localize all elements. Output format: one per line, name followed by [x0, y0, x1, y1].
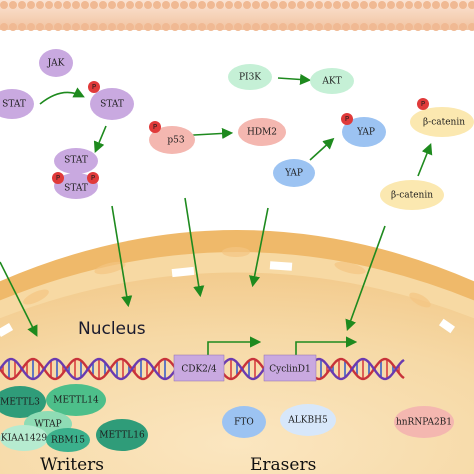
- writer-mettl14: METTL14: [53, 396, 99, 406]
- arrow-bcatenin-to-nucleus: [345, 225, 386, 332]
- beta-catenin-label: β-catenin: [391, 191, 433, 201]
- cdk-label: CDK2/4: [181, 365, 217, 375]
- hdm2-node: HDM2: [238, 118, 286, 146]
- writers-group: METTL3 METTL14 WTAP KIAA1429 RBM15 METTL…: [0, 384, 148, 452]
- beta-catenin-phospho-label: β-catenin: [423, 118, 465, 128]
- eraser-fto: FTO: [234, 418, 254, 428]
- erasers-group: FTO ALKBH5: [222, 404, 336, 438]
- writer-rbm15: RBM15: [51, 436, 85, 446]
- yap-phospho-label: YAP: [356, 128, 375, 138]
- pi3k-label: PI3K: [239, 73, 261, 83]
- stat-phospho-label: STAT: [100, 100, 124, 110]
- cyclin-label: CyclinD1: [269, 365, 311, 375]
- yap-phospho-node: YAP P: [341, 113, 386, 147]
- svg-text:P: P: [56, 174, 60, 182]
- stat-dimer-node: STAT STAT P P: [52, 148, 99, 199]
- hdm2-label: HDM2: [247, 128, 277, 138]
- svg-text:P: P: [91, 174, 95, 182]
- arrow-pi3k-to-akt: [277, 73, 312, 86]
- writers-label: Writers: [40, 455, 104, 474]
- jak-label: JAK: [47, 59, 65, 69]
- p53-label: p53: [167, 136, 184, 146]
- stat-left-label: STAT: [2, 100, 26, 110]
- arrow-cdk-transcription: [207, 336, 262, 355]
- pi3k-node: PI3K: [228, 64, 272, 90]
- arrow-p53-to-nucleus: [184, 197, 205, 298]
- arrow-pstat-to-dimer: [93, 125, 107, 153]
- writer-mettl3: METTL3: [0, 398, 40, 408]
- eraser-alkbh5: ALKBH5: [287, 416, 328, 426]
- yap-label: YAP: [284, 169, 303, 179]
- svg-text:P: P: [421, 100, 425, 108]
- arrow-bcatenin-to-pbcatenin: [417, 143, 433, 177]
- nuclear-pores: [0, 261, 456, 337]
- cell-membrane: [0, 0, 474, 31]
- svg-text:P: P: [345, 115, 349, 123]
- beta-catenin-phospho-node: β-catenin P: [410, 98, 474, 137]
- stat-left-node: STAT: [0, 89, 34, 119]
- svg-text:P: P: [153, 123, 157, 131]
- arrow-dimer-to-nucleus: [111, 205, 133, 308]
- arrow-cyclin-transcription: [295, 336, 358, 355]
- readers-group: hnRNPA2B1: [394, 406, 454, 438]
- stat-phospho-node: STAT P: [88, 81, 134, 120]
- membrane-lipid-heads: [0, 1, 474, 31]
- erasers-label: Erasers: [250, 455, 316, 474]
- p53-node: p53 P: [149, 121, 195, 154]
- cyclin-gene-box: CyclinD1: [263, 354, 317, 382]
- writer-wtap: WTAP: [34, 420, 61, 430]
- arrow-stat-to-pstat: [39, 87, 85, 105]
- stat-dimer-bottom-label: STAT: [64, 184, 88, 194]
- arrow-yap-to-pyap: [309, 137, 335, 161]
- nucleus-label: Nucleus: [78, 319, 146, 339]
- writer-kiaa1429: KIAA1429: [1, 434, 47, 444]
- akt-node: AKT: [310, 68, 354, 94]
- arrow-yap-to-nucleus: [249, 207, 269, 288]
- stat-dimer-top-label: STAT: [64, 156, 88, 166]
- cdk-gene-box: CDK2/4: [173, 354, 225, 382]
- beta-catenin-node: β-catenin: [380, 180, 444, 210]
- signal-arrows: [0, 73, 433, 355]
- jak-node: JAK: [39, 49, 73, 77]
- phospho-label: P: [92, 83, 96, 91]
- arrow-left-edge: [0, 261, 38, 337]
- writer-mettl16: METTL16: [99, 431, 145, 441]
- reader-hnrnpa2b1: hnRNPA2B1: [396, 418, 452, 428]
- yap-node: YAP: [273, 159, 315, 187]
- akt-label: AKT: [321, 77, 341, 87]
